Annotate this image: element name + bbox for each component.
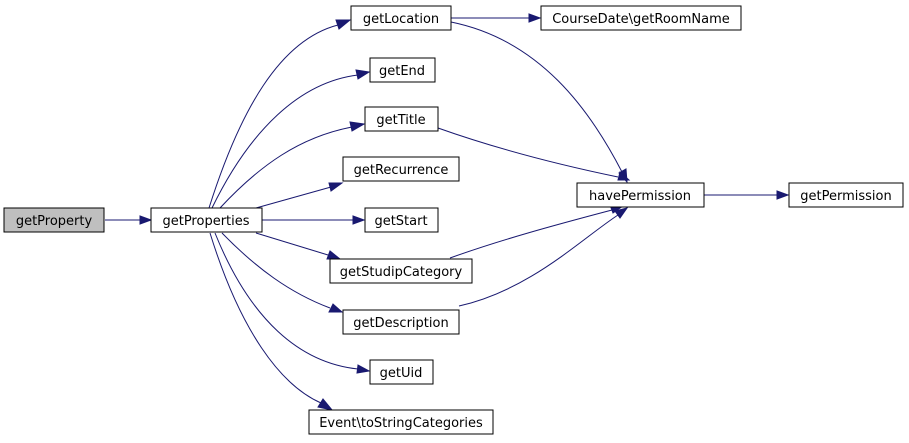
node-label: getRecurrence: [354, 163, 449, 178]
node-getUid[interactable]: getUid: [369, 359, 434, 385]
node-getPermission[interactable]: getPermission: [788, 182, 904, 208]
node-getStart[interactable]: getStart: [364, 207, 439, 233]
edge-getProperties-getRecurrence: [255, 182, 344, 209]
edge-getProperties-getUid: [214, 232, 371, 374]
edges: [105, 13, 790, 411]
edge-getProperty-getProperties: [105, 215, 153, 225]
node-getProperty[interactable]: getProperty: [3, 207, 105, 233]
edge-getProperties-getStudipCategory: [255, 232, 342, 260]
node-label: getUid: [380, 366, 423, 381]
edge-getLocation-havePermission: [450, 21, 628, 184]
node-label: getDescription: [353, 316, 448, 331]
node-label: CourseDate\getRoomName: [552, 12, 730, 27]
node-box: [576, 182, 705, 208]
node-toStringCategories[interactable]: Event\toStringCategories: [308, 409, 494, 435]
edge-getProperties-getTitle: [219, 121, 366, 209]
edge-getProperties-toStringCategories: [209, 232, 334, 411]
node-label: getStudipCategory: [340, 265, 463, 280]
node-box: [350, 5, 452, 31]
node-box: [150, 207, 263, 233]
node-label: Event\toStringCategories: [319, 416, 483, 431]
node-getStudipCategory[interactable]: getStudipCategory: [329, 258, 473, 284]
node-havePermission[interactable]: havePermission: [576, 182, 705, 208]
node-getEnd[interactable]: getEnd: [369, 57, 436, 83]
node-box: [788, 182, 904, 208]
node-label: getEnd: [379, 64, 425, 79]
node-box: [540, 5, 742, 31]
node-label: havePermission: [589, 189, 691, 204]
edge-getProperties-getLocation: [208, 19, 352, 209]
edge-getProperties-getEnd: [211, 69, 371, 209]
edge-havePermission-getPermission: [704, 190, 790, 200]
node-root-box: [3, 207, 105, 233]
node-getLocation[interactable]: getLocation: [350, 5, 452, 31]
edge-getProperties-getDescription: [221, 232, 344, 313]
node-label: getTitle: [376, 113, 425, 128]
node-getRoomName[interactable]: CourseDate\getRoomName: [540, 5, 742, 31]
node-label: getProperties: [162, 214, 249, 229]
node-box: [364, 207, 439, 233]
node-box: [369, 359, 434, 385]
edge-getLocation-getRoomName: [451, 13, 542, 23]
node-getRecurrence[interactable]: getRecurrence: [342, 156, 460, 182]
node-box: [342, 156, 460, 182]
node-label: getStart: [374, 214, 427, 229]
node-getTitle[interactable]: getTitle: [364, 106, 439, 132]
node-getProperties[interactable]: getProperties: [150, 207, 263, 233]
node-label: getPermission: [800, 189, 891, 204]
node-box: [342, 309, 460, 335]
edge-getProperties-getStart: [262, 215, 366, 225]
node-box: [308, 409, 494, 435]
edge-getStudipCategory-havePermission: [449, 204, 625, 259]
node-box: [329, 258, 473, 284]
node-label: getProperty: [16, 214, 93, 229]
node-label: getLocation: [363, 12, 439, 27]
edge-getTitle-havePermission: [437, 127, 631, 181]
node-getDescription[interactable]: getDescription: [342, 309, 460, 335]
edge-getDescription-havePermission: [458, 207, 629, 307]
node-box: [364, 106, 439, 132]
node-box: [369, 57, 436, 83]
